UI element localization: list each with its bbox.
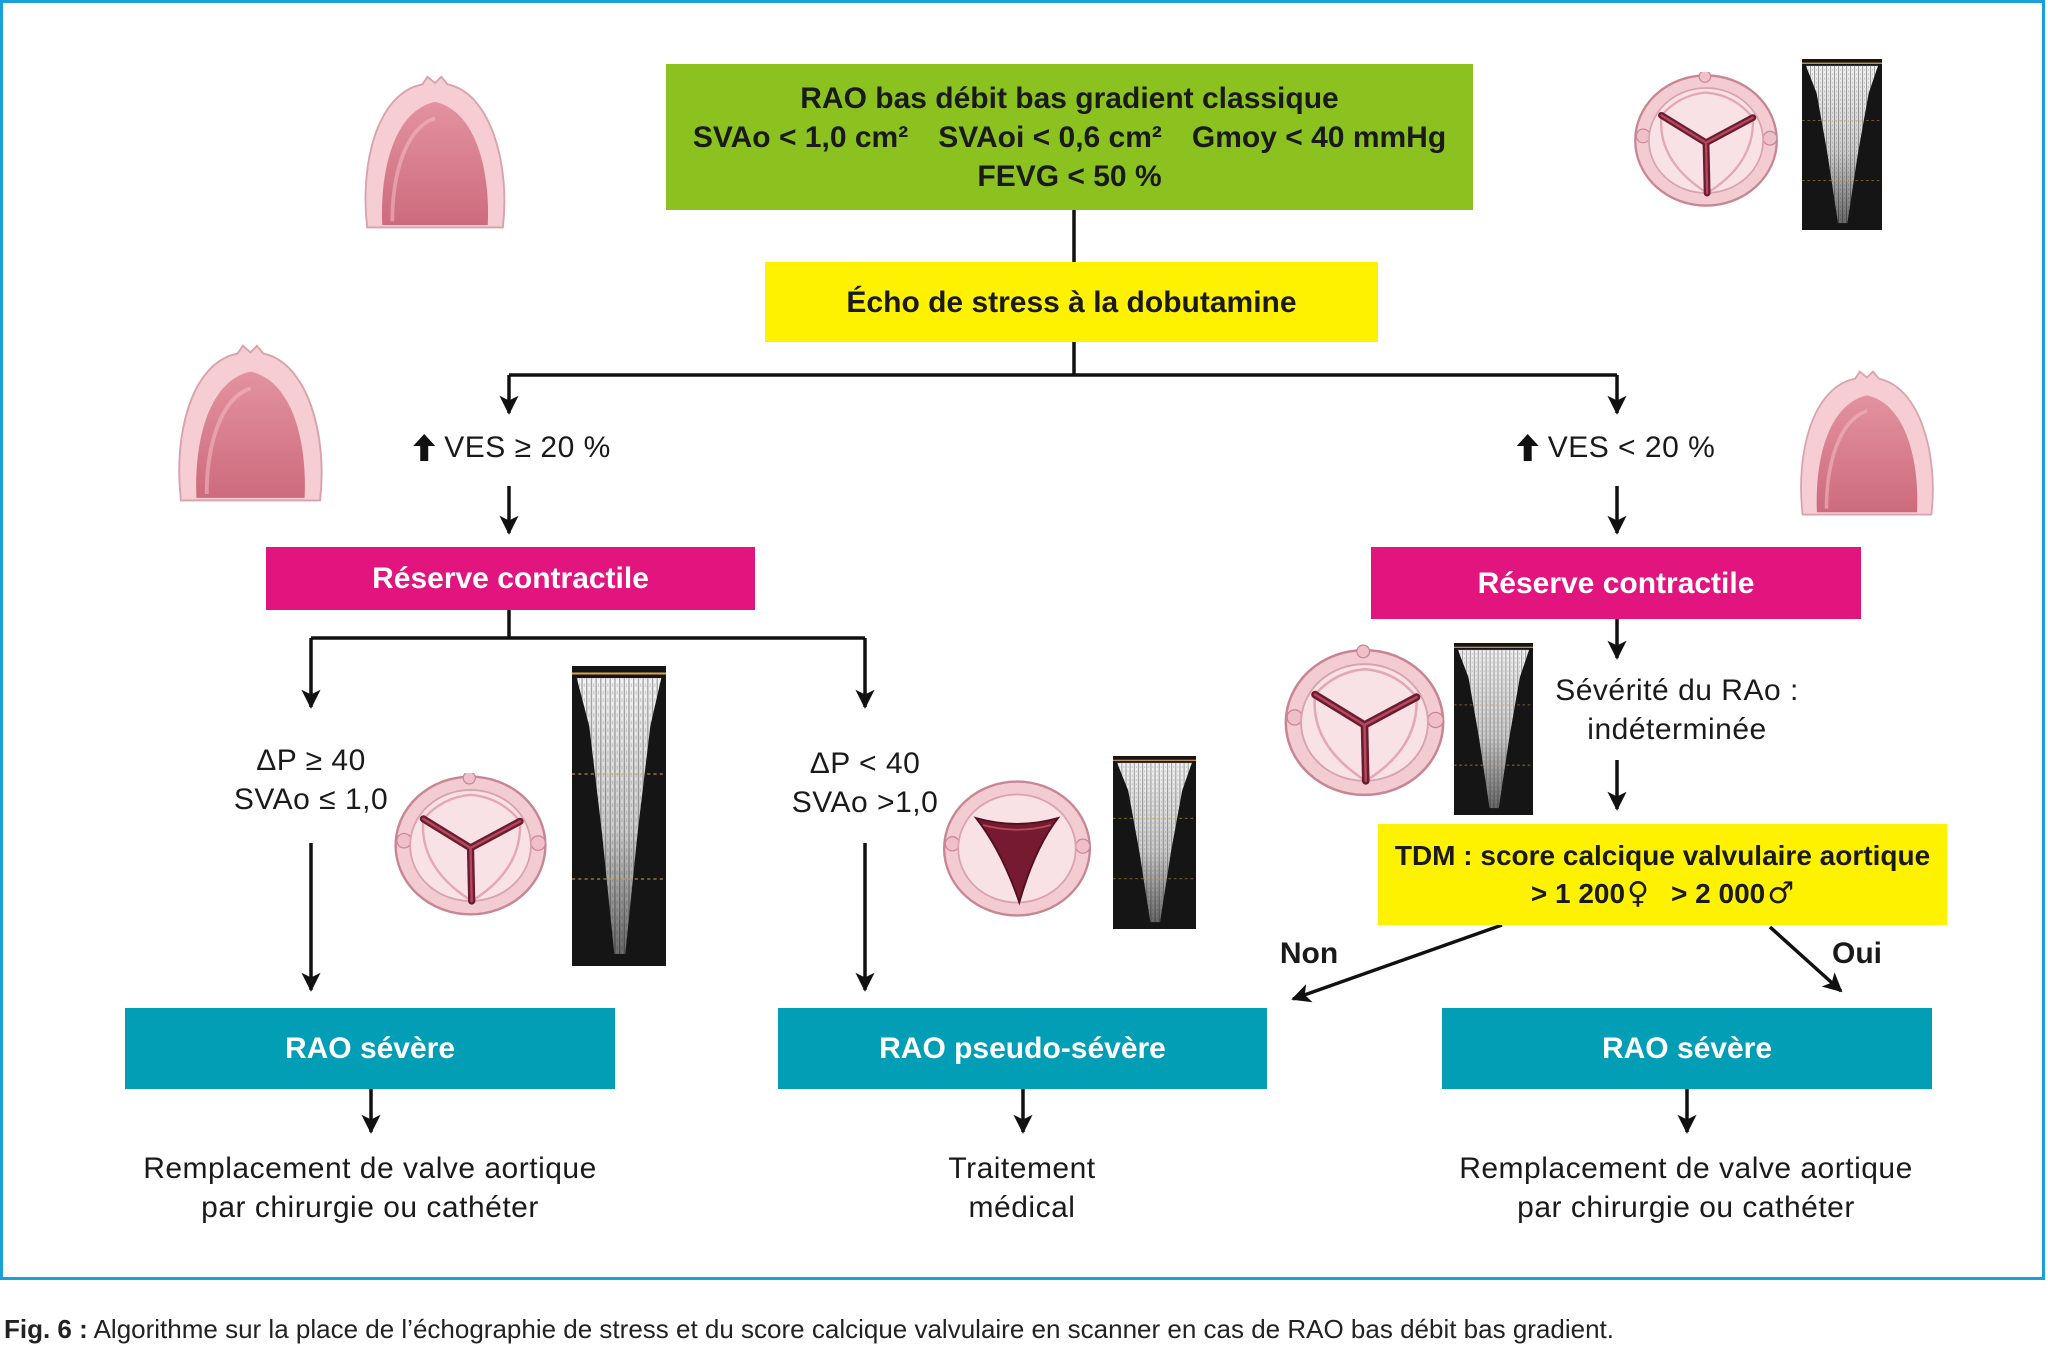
criteria-pseudo-severe: ΔP < 40 SVAo >1,0	[792, 744, 939, 822]
node-result-pseudo-severe-label: RAO pseudo-sévère	[879, 1032, 1166, 1065]
node-start-title: RAO bas débit bas gradient classique	[800, 81, 1339, 115]
severity-line-1: Sévérité du RAo :	[1555, 674, 1799, 707]
node-result-severe-left-label: RAO sévère	[284, 1032, 456, 1065]
figure-caption: Fig. 6 : Algorithme sur la place de l’éc…	[4, 1314, 1614, 1344]
criterion-svaoi: SVAoi < 0,6 cm²	[938, 120, 1162, 154]
node-stress-echo: Écho de stress à la dobutamine	[765, 262, 1378, 342]
severity-line-2: indéterminée	[1587, 713, 1767, 746]
male-symbol-icon: ♂	[1767, 875, 1795, 911]
node-ct-calcium-score: TDM : score calcique valvulaire aortique…	[1378, 824, 1947, 925]
label-yes: Oui	[1832, 937, 1882, 970]
doppler-spectrum-illustration	[572, 666, 666, 966]
node-reserve-right-label: Réserve contractile	[1477, 566, 1755, 600]
condition-ves-high-label: VES ≥ 20 %	[444, 431, 611, 464]
female-symbol-icon: ♀	[1627, 875, 1650, 911]
aortic-root-illustration	[177, 343, 324, 503]
outcome-valve-replacement-right: Remplacement de valve aortique par chiru…	[1459, 1149, 1913, 1227]
aortic-valve-open-illustration	[942, 780, 1092, 917]
node-result-severe-right: RAO sévère	[1442, 1008, 1932, 1089]
node-ct-calcium-score-title: TDM : score calcique valvulaire aortique	[1394, 839, 1931, 871]
node-result-severe-left: RAO sévère	[125, 1008, 615, 1089]
node-start-criteria: SVAo < 1,0 cm² SVAoi < 0,6 cm² Gmoy < 40…	[693, 118, 1446, 157]
criteria-pseudo-area: SVAo >1,0	[791, 786, 939, 819]
node-start: RAO bas débit bas gradient classique SVA…	[666, 64, 1473, 210]
threshold-female: > 1 200♀	[1531, 875, 1649, 913]
up-arrow-icon	[413, 434, 436, 461]
criterion-gmoy: Gmoy < 40 mmHg	[1191, 120, 1447, 154]
node-reserve-left-label: Réserve contractile	[372, 562, 649, 595]
severity-undetermined: Sévérité du RAo : indéterminée	[1555, 671, 1799, 749]
condition-ves-low-label: VES < 20 %	[1547, 431, 1716, 464]
outcome-mid-line-2: médical	[968, 1191, 1076, 1224]
criteria-severe-area: SVAo ≤ 1,0	[233, 783, 389, 816]
aortic-valve-closed-illustration	[1282, 643, 1447, 802]
node-reserve-left: Réserve contractile	[266, 547, 755, 610]
outcome-valve-replacement-left: Remplacement de valve aortique par chiru…	[143, 1149, 597, 1227]
criteria-severe-gradient: ΔP ≥ 40	[256, 744, 366, 777]
doppler-spectrum-illustration	[1802, 59, 1882, 230]
outcome-medical-treatment: Traitement médical	[948, 1149, 1095, 1227]
up-arrow-icon	[1516, 434, 1539, 461]
threshold-male: > 2 000♂	[1671, 875, 1794, 913]
ct-score-thresholds: > 1 200♀ > 2 000♂	[1531, 875, 1794, 913]
node-stress-echo-label: Écho de stress à la dobutamine	[846, 285, 1297, 319]
aortic-root-illustration	[1799, 369, 1935, 517]
outcome-right-line-1: Remplacement de valve aortique	[1459, 1152, 1913, 1185]
aortic-valve-closed-illustration	[1625, 72, 1787, 209]
criterion-svao: SVAo < 1,0 cm²	[692, 120, 909, 154]
outcome-mid-line-1: Traitement	[948, 1152, 1096, 1185]
label-no: Non	[1279, 937, 1339, 970]
aortic-root-illustration	[363, 74, 507, 230]
node-result-pseudo-severe: RAO pseudo-sévère	[778, 1008, 1267, 1089]
threshold-female-value: > 1 200	[1530, 877, 1626, 909]
condition-ves-low: VES < 20 %	[1516, 428, 1716, 467]
node-result-severe-right-label: RAO sévère	[1601, 1032, 1773, 1065]
condition-ves-high: VES ≥ 20 %	[413, 428, 611, 467]
threshold-male-value: > 2 000	[1671, 877, 1766, 909]
criteria-severe: ΔP ≥ 40 SVAo ≤ 1,0	[234, 741, 388, 819]
figure-caption-text: Algorithme sur la place de l’échographie…	[93, 1314, 1614, 1344]
figure-caption-label: Fig. 6 :	[4, 1314, 88, 1344]
criteria-pseudo-gradient: ΔP < 40	[809, 747, 921, 780]
outcome-left-line-1: Remplacement de valve aortique	[143, 1152, 597, 1185]
outcome-left-line-2: par chirurgie ou cathéter	[201, 1191, 539, 1224]
arrow-yes-to-severe	[1768, 925, 1843, 993]
doppler-spectrum-illustration	[1113, 756, 1196, 929]
node-start-fevg: FEVG < 50 %	[977, 159, 1162, 193]
node-reserve-right: Réserve contractile	[1371, 547, 1861, 619]
arrow-no-to-pseudo-severe	[1291, 923, 1503, 1003]
figure-frame	[0, 0, 2045, 1280]
outcome-right-line-2: par chirurgie ou cathéter	[1517, 1191, 1855, 1224]
doppler-spectrum-illustration	[1454, 643, 1533, 815]
aortic-valve-closed-illustration	[392, 773, 549, 918]
